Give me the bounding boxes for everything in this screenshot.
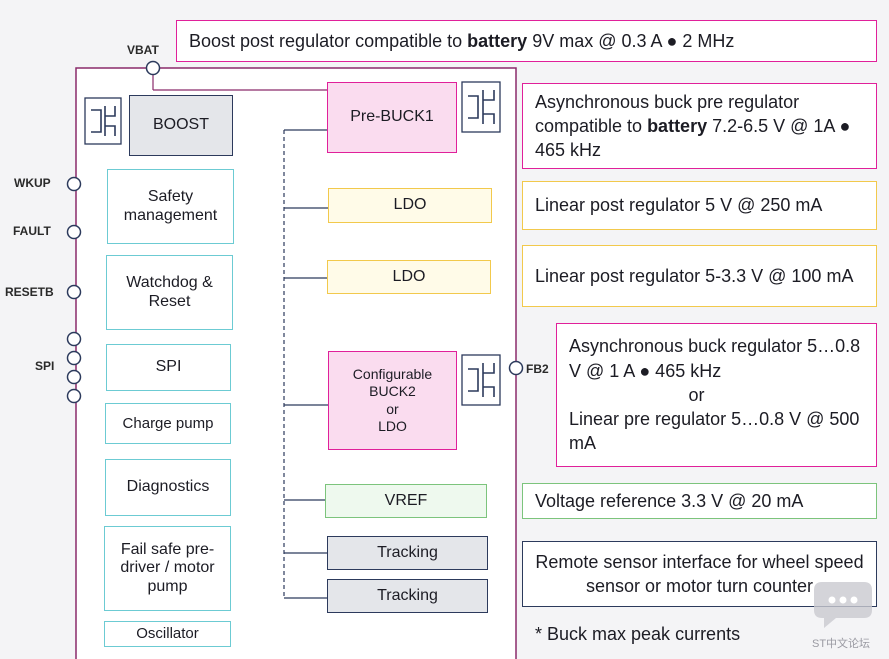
ldo2-note: Linear post regulator 5-3.3 V @ 100 mA — [522, 245, 877, 307]
resetb-pin-label: RESETB — [5, 285, 54, 299]
spi-pin-circle-1 — [66, 331, 82, 347]
fb2-pin-circle — [508, 360, 524, 376]
prebuck-note-bold: battery — [647, 115, 708, 136]
watermark-text: ST中文论坛 — [812, 638, 871, 650]
buck2-note-or: or — [688, 384, 705, 405]
fault-pin-label: FAULT — [13, 224, 51, 238]
buck2-note-text-a: Asynchronous buck regulator 5…0.8 V @ 1 … — [569, 336, 861, 381]
fb2-pin-label: FB2 — [526, 362, 549, 376]
fail-safe-block: Fail safe pre-driver / motor pump — [104, 526, 231, 611]
vref-note: Voltage reference 3.3 V @ 20 mA — [522, 483, 877, 519]
spi-pin-circle-2 — [66, 350, 82, 366]
tracking2-block: Tracking — [327, 579, 488, 613]
buck2-line-1: Configurable — [352, 365, 433, 382]
spi-pin-circle-3 — [66, 369, 82, 385]
buck2-note: Asynchronous buck regulator 5…0.8 V @ 1 … — [556, 323, 877, 467]
spi-block: SPI — [106, 344, 231, 391]
prebuck-note: Asynchronous buck pre regulator compatib… — [522, 83, 877, 169]
watchdog-reset-block: Watchdog & Reset — [106, 255, 233, 330]
buck2-note-text-b: Linear pre regulator 5…0.8 V @ 500 mA — [569, 409, 860, 454]
remote-sensor-note: Remote sensor interface for wheel speed … — [522, 541, 877, 607]
buck2-ldo-block: Configurable BUCK2 or LDO — [328, 351, 457, 450]
spi-pin-circle-4 — [66, 388, 82, 404]
boost-note: Boost post regulator compatible to batte… — [176, 20, 877, 62]
ldo1-block: LDO — [328, 188, 492, 223]
vbat-pin-label: VBAT — [127, 43, 159, 57]
resetb-pin-circle — [66, 284, 82, 300]
ldo1-note: Linear post regulator 5 V @ 250 mA — [522, 181, 877, 230]
safety-management-block: Safety management — [107, 169, 234, 244]
buck2-line-2: BUCK2 — [369, 383, 416, 399]
diagnostics-block: Diagnostics — [105, 459, 231, 516]
charge-pump-block: Charge pump — [105, 403, 231, 444]
buck2-switch-icon — [461, 354, 501, 406]
buck2-line-3: or — [386, 400, 399, 417]
spi-pin-label: SPI — [35, 359, 55, 373]
boost-note-text-2: 9V max @ 0.3 A ● 2 MHz — [527, 30, 735, 51]
footnote: * Buck max peak currents — [535, 624, 741, 644]
buck2-line-4: LDO — [378, 418, 407, 434]
ldo2-block: LDO — [327, 260, 491, 294]
boost-block: BOOST — [129, 95, 233, 156]
fault-pin-circle — [66, 224, 82, 240]
boost-switch-icon — [84, 97, 122, 145]
prebuck1-block: Pre-BUCK1 — [327, 82, 457, 153]
prebuck-note-text-2: 7.2-6.5 V @ 1A ● 465 kHz — [535, 115, 851, 161]
prebuck-switch-icon — [461, 81, 501, 133]
vref-block: VREF — [325, 484, 487, 518]
watermark: ST中文论坛 — [808, 576, 878, 650]
vbat-pin-circle — [145, 60, 161, 76]
boost-note-text: Boost post regulator compatible to — [189, 30, 468, 51]
wkup-pin-circle — [66, 176, 82, 192]
oscillator-block: Oscillator — [104, 621, 231, 647]
wkup-pin-label: WKUP — [14, 176, 51, 190]
boost-note-bold: battery — [467, 30, 528, 51]
prebuck-note-text: Asynchronous buck pre regulator compatib… — [535, 91, 800, 136]
tracking1-block: Tracking — [327, 536, 488, 570]
chat-bubble-icon — [814, 582, 872, 628]
